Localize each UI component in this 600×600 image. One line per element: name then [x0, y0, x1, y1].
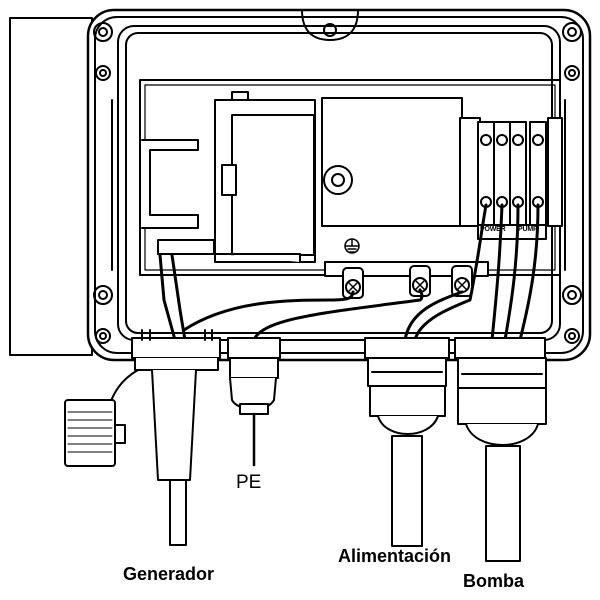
ground-symbol-icon: [344, 238, 360, 254]
ground-bar: [324, 238, 489, 277]
label-pump: Bomba: [463, 571, 525, 591]
supply-gland: [367, 357, 447, 547]
label-generator: Generador: [123, 564, 215, 584]
generator-cable: [107, 357, 219, 546]
control-module: [321, 97, 463, 227]
screw-terminal-icon: [342, 265, 473, 299]
terminal-block: [459, 117, 563, 240]
terminal-label-pump: PUMP: [518, 226, 538, 233]
wall-plate: [9, 17, 93, 356]
terminal-label-power: POWER: [480, 226, 506, 233]
pe-gland: [229, 357, 279, 467]
pump-gland: [457, 357, 547, 562]
label-supply: Alimentación: [338, 546, 452, 566]
internal-wiring: [158, 203, 540, 342]
label-pe: PE: [236, 472, 262, 493]
contactor: [141, 91, 316, 263]
generator-plug: [64, 399, 126, 467]
